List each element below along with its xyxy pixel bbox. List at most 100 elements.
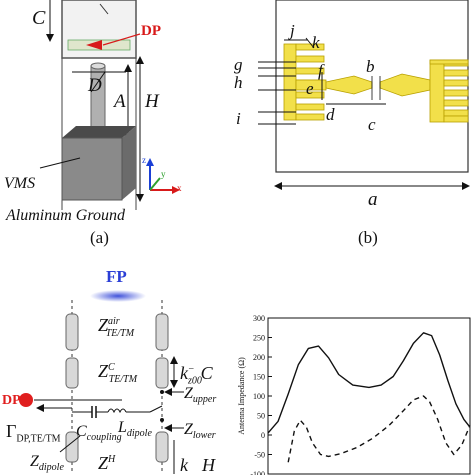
label-a: A — [114, 91, 126, 112]
panel-b: j k g h f e b i d c a (b) — [222, 0, 474, 250]
z-air-sub: TE/TM — [105, 327, 135, 339]
label-d-dim: d — [326, 105, 335, 124]
label-c: C — [32, 7, 46, 29]
axis-z-label: z — [142, 155, 146, 165]
z-h-label: ZH — [98, 454, 115, 472]
tl-air-left — [65, 313, 79, 351]
label-e: e — [306, 79, 314, 98]
z-c-sub: TE/TM — [108, 373, 138, 385]
z-lower-label: Zlower — [184, 422, 216, 441]
l-dipole-label: Ldipole — [118, 420, 152, 439]
caption-a: (a) — [90, 228, 109, 247]
z-upper-label: Zupper — [184, 386, 216, 405]
z-upper-sub: upper — [192, 394, 217, 406]
z-lower-sub: lower — [192, 430, 216, 442]
z-dipole-sub: dipole — [38, 462, 64, 474]
panel-b-drawing — [258, 0, 470, 190]
tl-h-right — [155, 431, 169, 463]
switch — [149, 405, 163, 413]
z-upper-arrowhead — [164, 388, 172, 396]
label-k: k — [312, 33, 320, 52]
label-h: H — [145, 91, 159, 112]
cube-front — [61, 137, 123, 201]
gamma-main: Γ — [6, 421, 17, 441]
k-bottom-label: k — [180, 455, 188, 475]
c-coupling-label: Ccoupling — [76, 424, 122, 443]
dim-a-arrow-right — [462, 182, 470, 190]
l-dipole-sub: dipole — [126, 428, 152, 440]
gamma-label: ΓDP,TE/TM — [6, 422, 61, 445]
h-bottom-label: H — [202, 455, 215, 475]
kz-arrow-bot — [170, 380, 178, 388]
kz00-label: kz00−C — [180, 364, 213, 387]
node-upper — [160, 390, 164, 394]
label-c-dim: c — [368, 115, 376, 134]
y-tick-label: 100 — [253, 392, 265, 401]
series-line-solid — [267, 332, 471, 434]
dim-d-diag — [90, 71, 106, 93]
dp-reflect-arrow — [36, 404, 44, 412]
y-tick-label: 0 — [261, 431, 265, 440]
cube-top — [62, 126, 136, 138]
label-j: j — [290, 21, 295, 40]
dp-label: DP — [2, 393, 21, 408]
z-dipole-label: Zdipole — [30, 454, 64, 473]
label-i: i — [236, 109, 241, 128]
y-tick-label: 300 — [253, 314, 265, 323]
inductor-coil — [107, 408, 127, 414]
panel-a-drawing — [39, 0, 180, 210]
post-top — [90, 62, 106, 70]
z-air-label: ZairTE/TM — [98, 316, 134, 339]
tl-c-right — [155, 357, 169, 389]
kz-arrow-top — [170, 356, 178, 364]
z-dipole-main: Z — [30, 453, 39, 470]
panel-a: C DP D A H VMS Aluminum Ground z y x (a) — [0, 0, 240, 250]
dp-dipole-mark — [86, 40, 102, 50]
z-upper-main: Z — [184, 385, 193, 402]
dim-h-arrow-top — [136, 56, 144, 64]
panel-c: FP ZairTE/TM ZCTE/TM kz00−C Zupper DP ΓD… — [0, 262, 236, 474]
label-d: D — [88, 75, 102, 96]
c-coupling-sub: coupling — [86, 432, 122, 444]
kz00-sub: z00 — [188, 375, 202, 387]
dim-h-arrow-bot — [136, 194, 144, 202]
series-line-dashed — [287, 395, 471, 463]
y-tick-label: -50 — [254, 451, 265, 460]
tl-c-left — [65, 357, 79, 389]
vms-pointer — [39, 157, 81, 169]
label-dp: DP — [141, 23, 161, 39]
gamma-sub: DP,TE/TM — [16, 433, 61, 445]
right-comb — [429, 59, 469, 123]
fp-glow — [90, 290, 146, 302]
panel-c-drawing — [19, 290, 184, 474]
z-air-sup: air — [108, 316, 120, 327]
label-b: b — [366, 57, 375, 76]
label-ground: Aluminum Ground — [6, 207, 125, 224]
label-a-dim: a — [368, 189, 378, 210]
z-c-main: Z — [98, 361, 109, 381]
z-lower-main: Z — [184, 421, 193, 438]
z-c-sup: C — [108, 362, 115, 373]
label-h-dim: h — [234, 73, 243, 92]
dp-pointer-line — [102, 33, 141, 46]
y-tick-label: 200 — [253, 353, 265, 362]
c-coupling-main: C — [76, 423, 87, 440]
z-h-main: Z — [98, 453, 109, 473]
tl-air-right — [155, 313, 169, 351]
dim-a-arrow-left — [274, 182, 282, 190]
kz00-sup: − — [187, 364, 195, 375]
label-g: g — [234, 55, 243, 74]
label-f: f — [318, 61, 323, 80]
axis-x-arrow — [172, 186, 180, 194]
kz00-c: C — [200, 363, 213, 383]
z-c-label: ZCTE/TM — [98, 362, 137, 385]
cube-side — [122, 126, 136, 200]
dim-a-arrow-top — [124, 64, 132, 72]
y-tick-label: 250 — [253, 334, 265, 343]
superstrate-pointer — [99, 3, 109, 15]
fp-label: FP — [106, 267, 127, 286]
axis-z-arrow — [146, 158, 154, 166]
axis-x-label: x — [177, 183, 182, 193]
